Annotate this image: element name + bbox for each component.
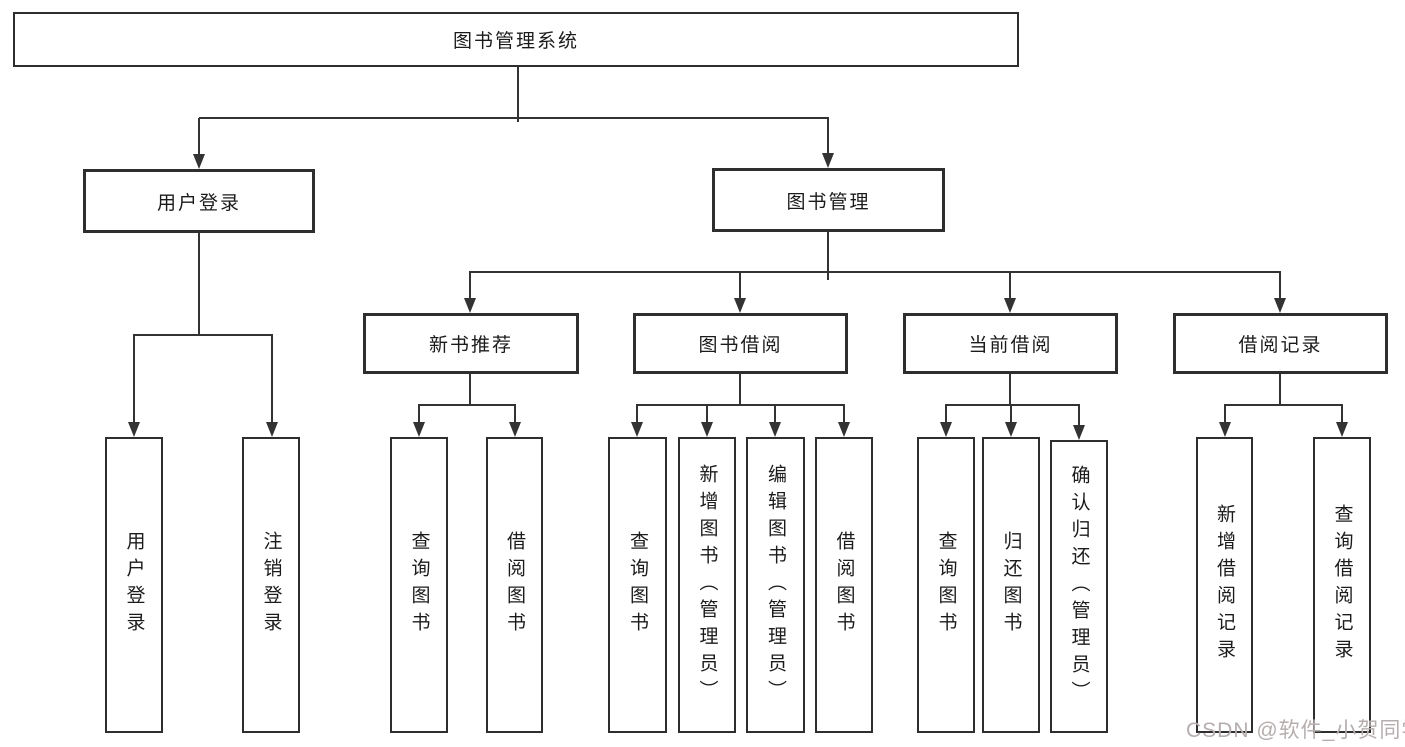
arrow-down-icon bbox=[769, 422, 781, 437]
connector-line bbox=[514, 405, 516, 424]
connector-line bbox=[843, 405, 845, 424]
connector-line bbox=[1078, 405, 1080, 427]
connector-line bbox=[739, 374, 741, 406]
connector-line bbox=[517, 66, 519, 122]
node-label: 当前借阅 bbox=[968, 335, 1053, 356]
connector-line bbox=[1341, 405, 1343, 424]
node-current-borrowing: 当前借阅 bbox=[903, 313, 1118, 374]
connector-line bbox=[418, 404, 516, 406]
node-label: 新增图书（管理员） bbox=[696, 463, 718, 707]
connector-line bbox=[271, 335, 273, 424]
node-new-book-recommend: 新书推荐 bbox=[363, 313, 579, 374]
node-label: 注销登录 bbox=[260, 531, 282, 639]
node-label: 新书推荐 bbox=[428, 335, 513, 356]
connector-line bbox=[1279, 374, 1281, 406]
connector-line bbox=[469, 272, 471, 300]
arrow-down-icon bbox=[822, 153, 834, 168]
leaf-user-login: 用户登录 bbox=[105, 437, 163, 733]
arrow-down-icon bbox=[509, 422, 521, 437]
arrow-down-icon bbox=[1073, 425, 1085, 440]
arrow-down-icon bbox=[1336, 422, 1348, 437]
arrow-down-icon bbox=[631, 422, 643, 437]
connector-line bbox=[1224, 404, 1343, 406]
arrow-down-icon bbox=[1005, 422, 1017, 437]
csdn-watermark: CSDN @软件_小贺同学 bbox=[1186, 719, 1405, 742]
connector-line bbox=[1279, 272, 1281, 300]
node-borrowing-records: 借阅记录 bbox=[1173, 313, 1388, 374]
connector-line bbox=[827, 118, 829, 156]
arrow-down-icon bbox=[193, 154, 205, 169]
arrow-down-icon bbox=[701, 422, 713, 437]
leaf-records-query-record: 查询借阅记录 bbox=[1313, 437, 1371, 733]
arrow-down-icon bbox=[1274, 298, 1286, 313]
connector-line bbox=[1009, 374, 1011, 406]
connector-line bbox=[706, 405, 708, 424]
node-label: 查询图书 bbox=[935, 531, 957, 639]
connector-line bbox=[1009, 272, 1011, 300]
node-label: 借阅图书 bbox=[504, 531, 525, 639]
connector-line bbox=[198, 118, 200, 156]
node-book-borrowing: 图书借阅 bbox=[633, 313, 848, 374]
node-label: 查询图书 bbox=[408, 531, 430, 639]
connector-line bbox=[133, 334, 273, 336]
node-label: 查询借阅记录 bbox=[1331, 504, 1353, 666]
node-label: 借阅记录 bbox=[1238, 335, 1323, 356]
connector-line bbox=[739, 272, 741, 300]
arrow-down-icon bbox=[734, 298, 746, 313]
arrow-down-icon bbox=[1004, 298, 1016, 313]
connector-line bbox=[469, 271, 1281, 273]
connector-line bbox=[774, 405, 776, 424]
leaf-borrowing-borrow-books: 借阅图书 bbox=[815, 437, 873, 733]
connector-line bbox=[198, 233, 200, 336]
connector-line bbox=[469, 374, 471, 406]
connector-line bbox=[636, 405, 638, 424]
leaf-current-confirm-return-admin: 确认归还（管理员） bbox=[1050, 440, 1108, 733]
connector-line bbox=[945, 405, 947, 424]
leaf-logout: 注销登录 bbox=[242, 437, 300, 733]
arrow-down-icon bbox=[266, 422, 278, 437]
node-book-management: 图书管理 bbox=[712, 168, 945, 232]
node-root-library-system: 图书管理系统 bbox=[13, 12, 1019, 67]
node-user-login: 用户登录 bbox=[83, 169, 315, 233]
connector-line bbox=[1224, 405, 1226, 424]
arrow-down-icon bbox=[1219, 422, 1231, 437]
leaf-recommend-borrow-books: 借阅图书 bbox=[486, 437, 543, 733]
node-label: 编辑图书（管理员） bbox=[765, 463, 786, 707]
node-label: 图书借阅 bbox=[698, 335, 783, 356]
leaf-current-return-books: 归还图书 bbox=[982, 437, 1040, 733]
connector-line bbox=[945, 404, 1080, 406]
arrow-down-icon bbox=[838, 422, 850, 437]
node-label: 确认归还（管理员） bbox=[1068, 465, 1090, 708]
leaf-borrowing-add-books-admin: 新增图书（管理员） bbox=[678, 437, 736, 733]
arrow-down-icon bbox=[128, 422, 140, 437]
leaf-borrowing-query-books: 查询图书 bbox=[608, 437, 667, 733]
connector-line bbox=[827, 232, 829, 280]
leaf-records-add-record: 新增借阅记录 bbox=[1196, 437, 1253, 733]
leaf-borrowing-edit-books-admin: 编辑图书（管理员） bbox=[746, 437, 805, 733]
connector-line bbox=[1010, 405, 1012, 424]
arrow-down-icon bbox=[464, 298, 476, 313]
arrow-down-icon bbox=[413, 422, 425, 437]
node-label: 图书管理 bbox=[786, 191, 871, 213]
node-label: 借阅图书 bbox=[833, 531, 855, 639]
connector-line bbox=[636, 404, 845, 406]
connector-line bbox=[199, 117, 829, 119]
node-label: 图书管理系统 bbox=[452, 31, 579, 52]
node-label: 新增借阅记录 bbox=[1214, 504, 1235, 666]
node-label: 用户登录 bbox=[156, 192, 241, 214]
connector-line bbox=[133, 335, 135, 424]
node-label: 用户登录 bbox=[123, 531, 145, 639]
node-label: 归还图书 bbox=[1000, 531, 1022, 639]
node-label: 查询图书 bbox=[627, 531, 648, 639]
arrow-down-icon bbox=[940, 422, 952, 437]
connector-line bbox=[418, 405, 420, 424]
leaf-recommend-query-books: 查询图书 bbox=[390, 437, 448, 733]
leaf-current-query-books: 查询图书 bbox=[917, 437, 975, 733]
